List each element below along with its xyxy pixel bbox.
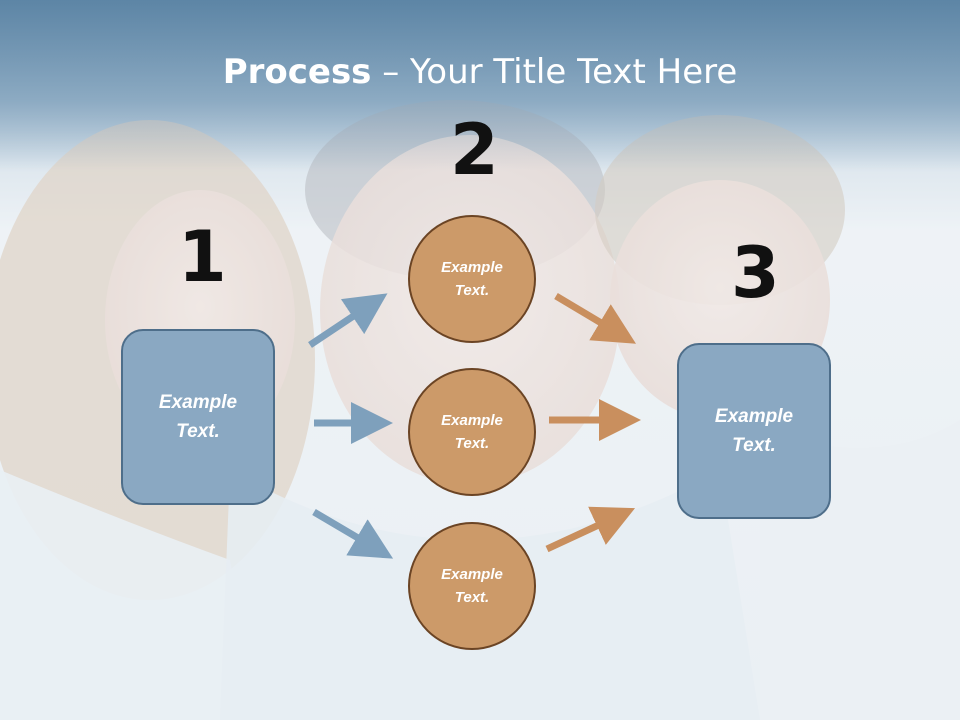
right-process-box: Example Text. (677, 343, 831, 519)
arrow-left-to-circle-3 (312, 508, 394, 559)
arrow-circle-1-to-right (554, 292, 637, 344)
right-box-text: Example Text. (714, 406, 794, 456)
arrow-left-to-circle-1 (308, 293, 388, 348)
left-box-text: Example Text. (158, 392, 238, 442)
orange-arrows (545, 292, 641, 553)
circle-3-text: Example Text. (441, 566, 503, 606)
process-circle-2: Example Text. (408, 368, 536, 496)
left-process-box: Example Text. (121, 329, 275, 505)
process-circle-1: Example Text. (408, 215, 536, 343)
circle-1-text: Example Text. (441, 259, 503, 299)
title-rest: – Your Title Text Here (371, 52, 738, 92)
arrow-circle-3-to-right (545, 506, 636, 553)
slide-title: Process – Your Title Text Here (0, 52, 960, 92)
title-bold: Process (222, 52, 372, 92)
blue-arrows (308, 293, 394, 559)
step-number-2: 2 (450, 109, 499, 191)
circle-2-text: Example Text. (441, 412, 503, 452)
step-number-1: 1 (178, 216, 227, 298)
process-circle-3: Example Text. (408, 522, 536, 650)
step-number-3: 3 (731, 232, 780, 314)
